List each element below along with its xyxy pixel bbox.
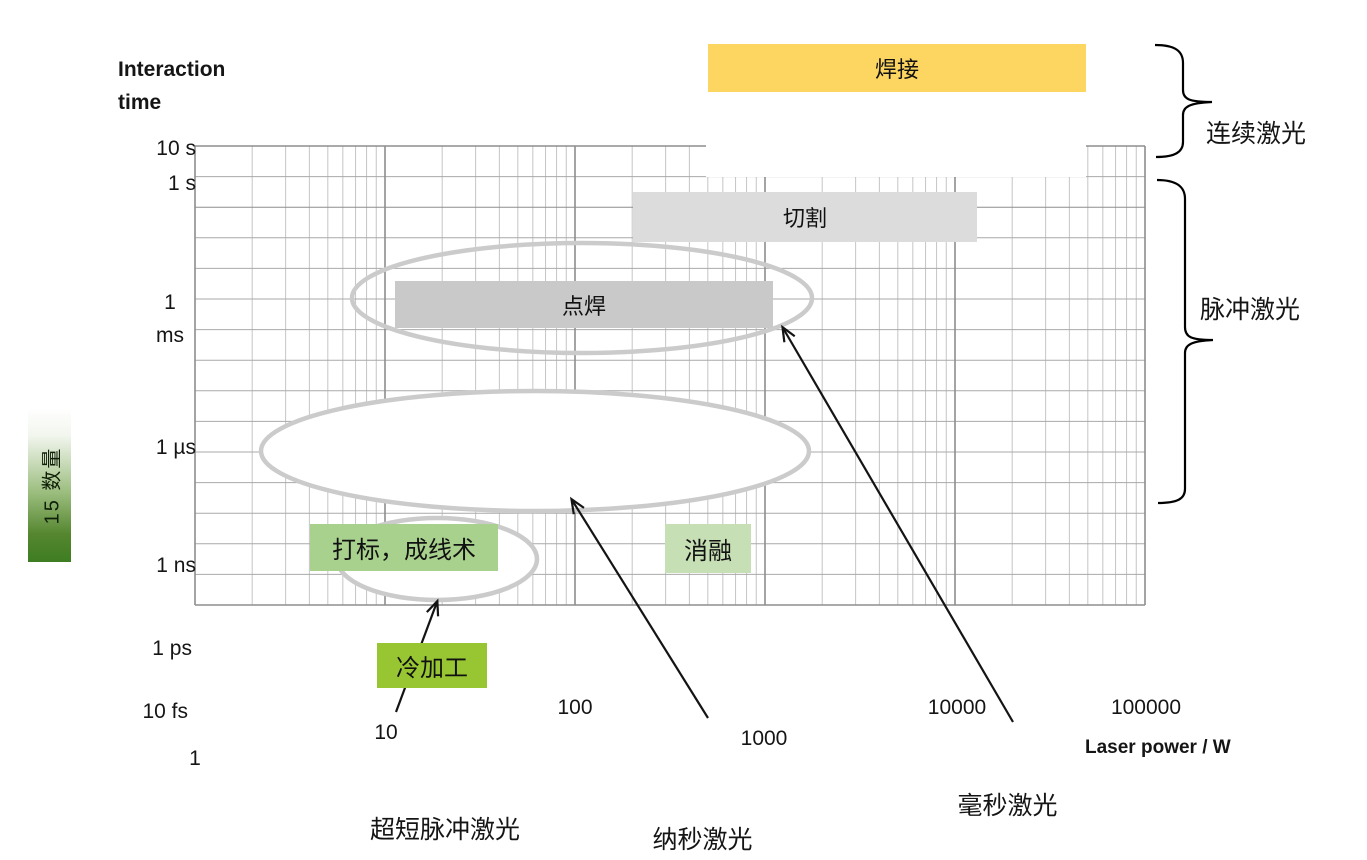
label-ultrashort-pulse-laser: 超短脉冲激光 [369,816,520,844]
nanosecond-laser-arrow [569,496,709,719]
y-axis-title: Interaction time [118,53,225,119]
y-tick-1ps: 1 ps [152,637,192,660]
y-tick-1us: 1 µs [155,436,196,459]
millisecond-laser-arrow [781,324,1014,723]
y-tick-10s: 10 s [156,137,196,160]
label-nanosecond-laser: 纳秒激光 [652,826,753,854]
x-axis-title: Laser power / W [1085,737,1231,758]
x-tick-100: 100 [557,696,593,719]
page-number-tab-label: 15 数量 [41,446,63,524]
y-tick-1s: 1 s [167,172,196,195]
x-tick-100000: 100000 [1110,696,1182,719]
y-axis-title-line2: time [118,91,162,114]
region-cutting: 切割 [633,192,977,242]
microsecond-regime-ellipse [258,388,812,514]
x-tick-1000: 1000 [740,727,788,750]
label-cw-laser: 连续激光 [1206,120,1307,148]
x-tick-10: 10 [374,721,398,744]
page-number-tab: 15 数量 [28,408,71,562]
y-tick-1ns: 1 ns [156,554,196,577]
x-tick-10000: 10000 [927,696,987,719]
label-pulsed-laser: 脉冲激光 [1200,296,1301,324]
y-tick-10fs: 10 fs [142,700,188,723]
label-millisecond-laser: 毫秒激光 [957,792,1058,820]
region-cold-working: 冷加工 [377,643,487,688]
region-spot-welding: 点焊 [395,281,773,328]
region-ablation: 消融 [665,524,751,573]
pulsed-laser-bracket [1156,178,1214,505]
millisecond-regime-ellipse [349,240,815,356]
grid-notch-under-welding [706,139,1086,177]
cw-laser-bracket [1154,43,1213,159]
y-axis-title-line1: Interaction [118,58,226,81]
region-marking: 打标，成线术 [310,524,498,571]
region-welding: 焊接 [708,44,1086,92]
y-tick-1ms: 1 ms [156,291,184,347]
x-tick-1: 1 [189,747,201,770]
